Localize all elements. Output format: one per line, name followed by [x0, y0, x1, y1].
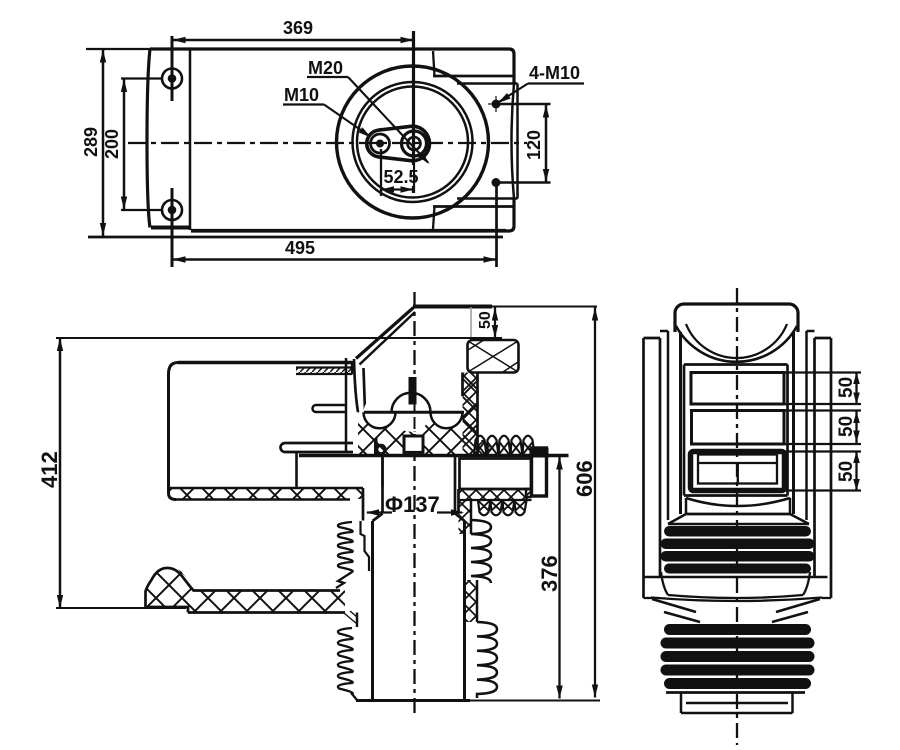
svg-text:50: 50 [836, 377, 857, 398]
svg-text:50: 50 [836, 461, 857, 482]
svg-text:52.5: 52.5 [384, 167, 419, 187]
svg-text:200: 200 [102, 129, 122, 159]
svg-text:M10: M10 [284, 85, 319, 105]
svg-text:495: 495 [285, 238, 315, 258]
svg-text:289: 289 [81, 127, 101, 157]
svg-text:4-M10: 4-M10 [529, 63, 580, 83]
svg-text:606: 606 [572, 460, 597, 497]
svg-text:M20: M20 [308, 58, 343, 78]
svg-text:412: 412 [37, 451, 62, 488]
svg-text:369: 369 [283, 18, 313, 38]
svg-text:50: 50 [477, 311, 494, 329]
svg-text:50: 50 [836, 416, 857, 437]
svg-text:Φ137: Φ137 [385, 492, 440, 517]
svg-text:376: 376 [537, 555, 562, 592]
svg-text:120: 120 [524, 130, 544, 160]
